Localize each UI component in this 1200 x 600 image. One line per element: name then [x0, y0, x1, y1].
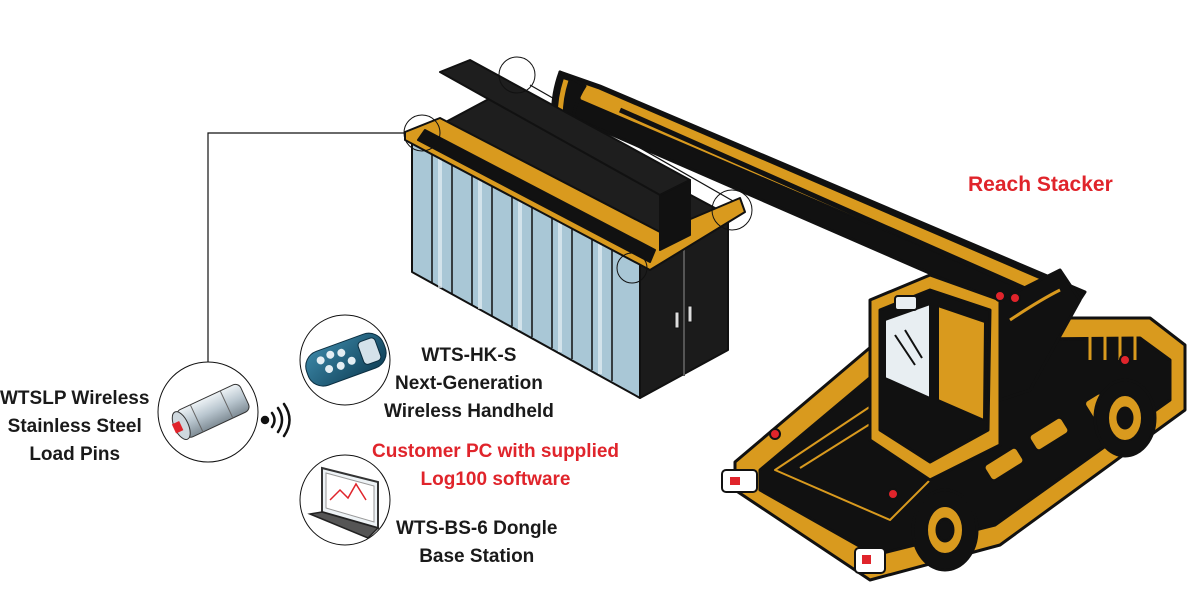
laptop-callout — [299, 454, 391, 546]
cabin — [868, 273, 1002, 482]
load-pins-line-3: Load Pins — [29, 444, 121, 465]
handheld-line-2: Next-Generation — [395, 373, 543, 394]
reach-stacker-title: Reach Stacker — [968, 173, 1113, 196]
reach-stacker-vehicle — [550, 70, 1187, 582]
base-station-line-1: WTS-BS-6 Dongle — [396, 518, 558, 539]
load-pins-label: WTSLP Wireless Stainless Steel Load Pins — [0, 385, 149, 469]
load-pins-line-1: WTSLP Wireless — [0, 388, 150, 409]
customer-pc-line-1: Customer PC with supplied — [372, 441, 620, 462]
load-pin-icon — [171, 383, 250, 440]
handheld-label: WTS-HK-S Next-Generation Wireless Handhe… — [384, 342, 554, 426]
handheld-callout — [299, 314, 391, 406]
sensor-location-markers — [403, 56, 753, 284]
laptop-icon — [307, 466, 380, 539]
wheels — [911, 378, 1157, 572]
customer-pc-label: Customer PC with supplied Log100 softwar… — [372, 438, 619, 494]
load-pin-callout — [157, 361, 259, 463]
handheld-line-3: Wireless Handheld — [384, 401, 554, 422]
handheld-line-1: WTS-HK-S — [421, 345, 517, 366]
handheld-icon — [305, 332, 387, 387]
wireless-signal-icon — [260, 402, 291, 438]
load-pins-line-2: Stainless Steel — [7, 416, 142, 437]
shipping-container — [404, 59, 746, 399]
customer-pc-line-2: Log100 software — [420, 469, 571, 490]
reach-stacker-label: Reach Stacker — [968, 171, 1113, 199]
base-station-label: WTS-BS-6 Dongle Base Station — [396, 515, 558, 571]
base-station-line-2: Base Station — [419, 546, 535, 567]
